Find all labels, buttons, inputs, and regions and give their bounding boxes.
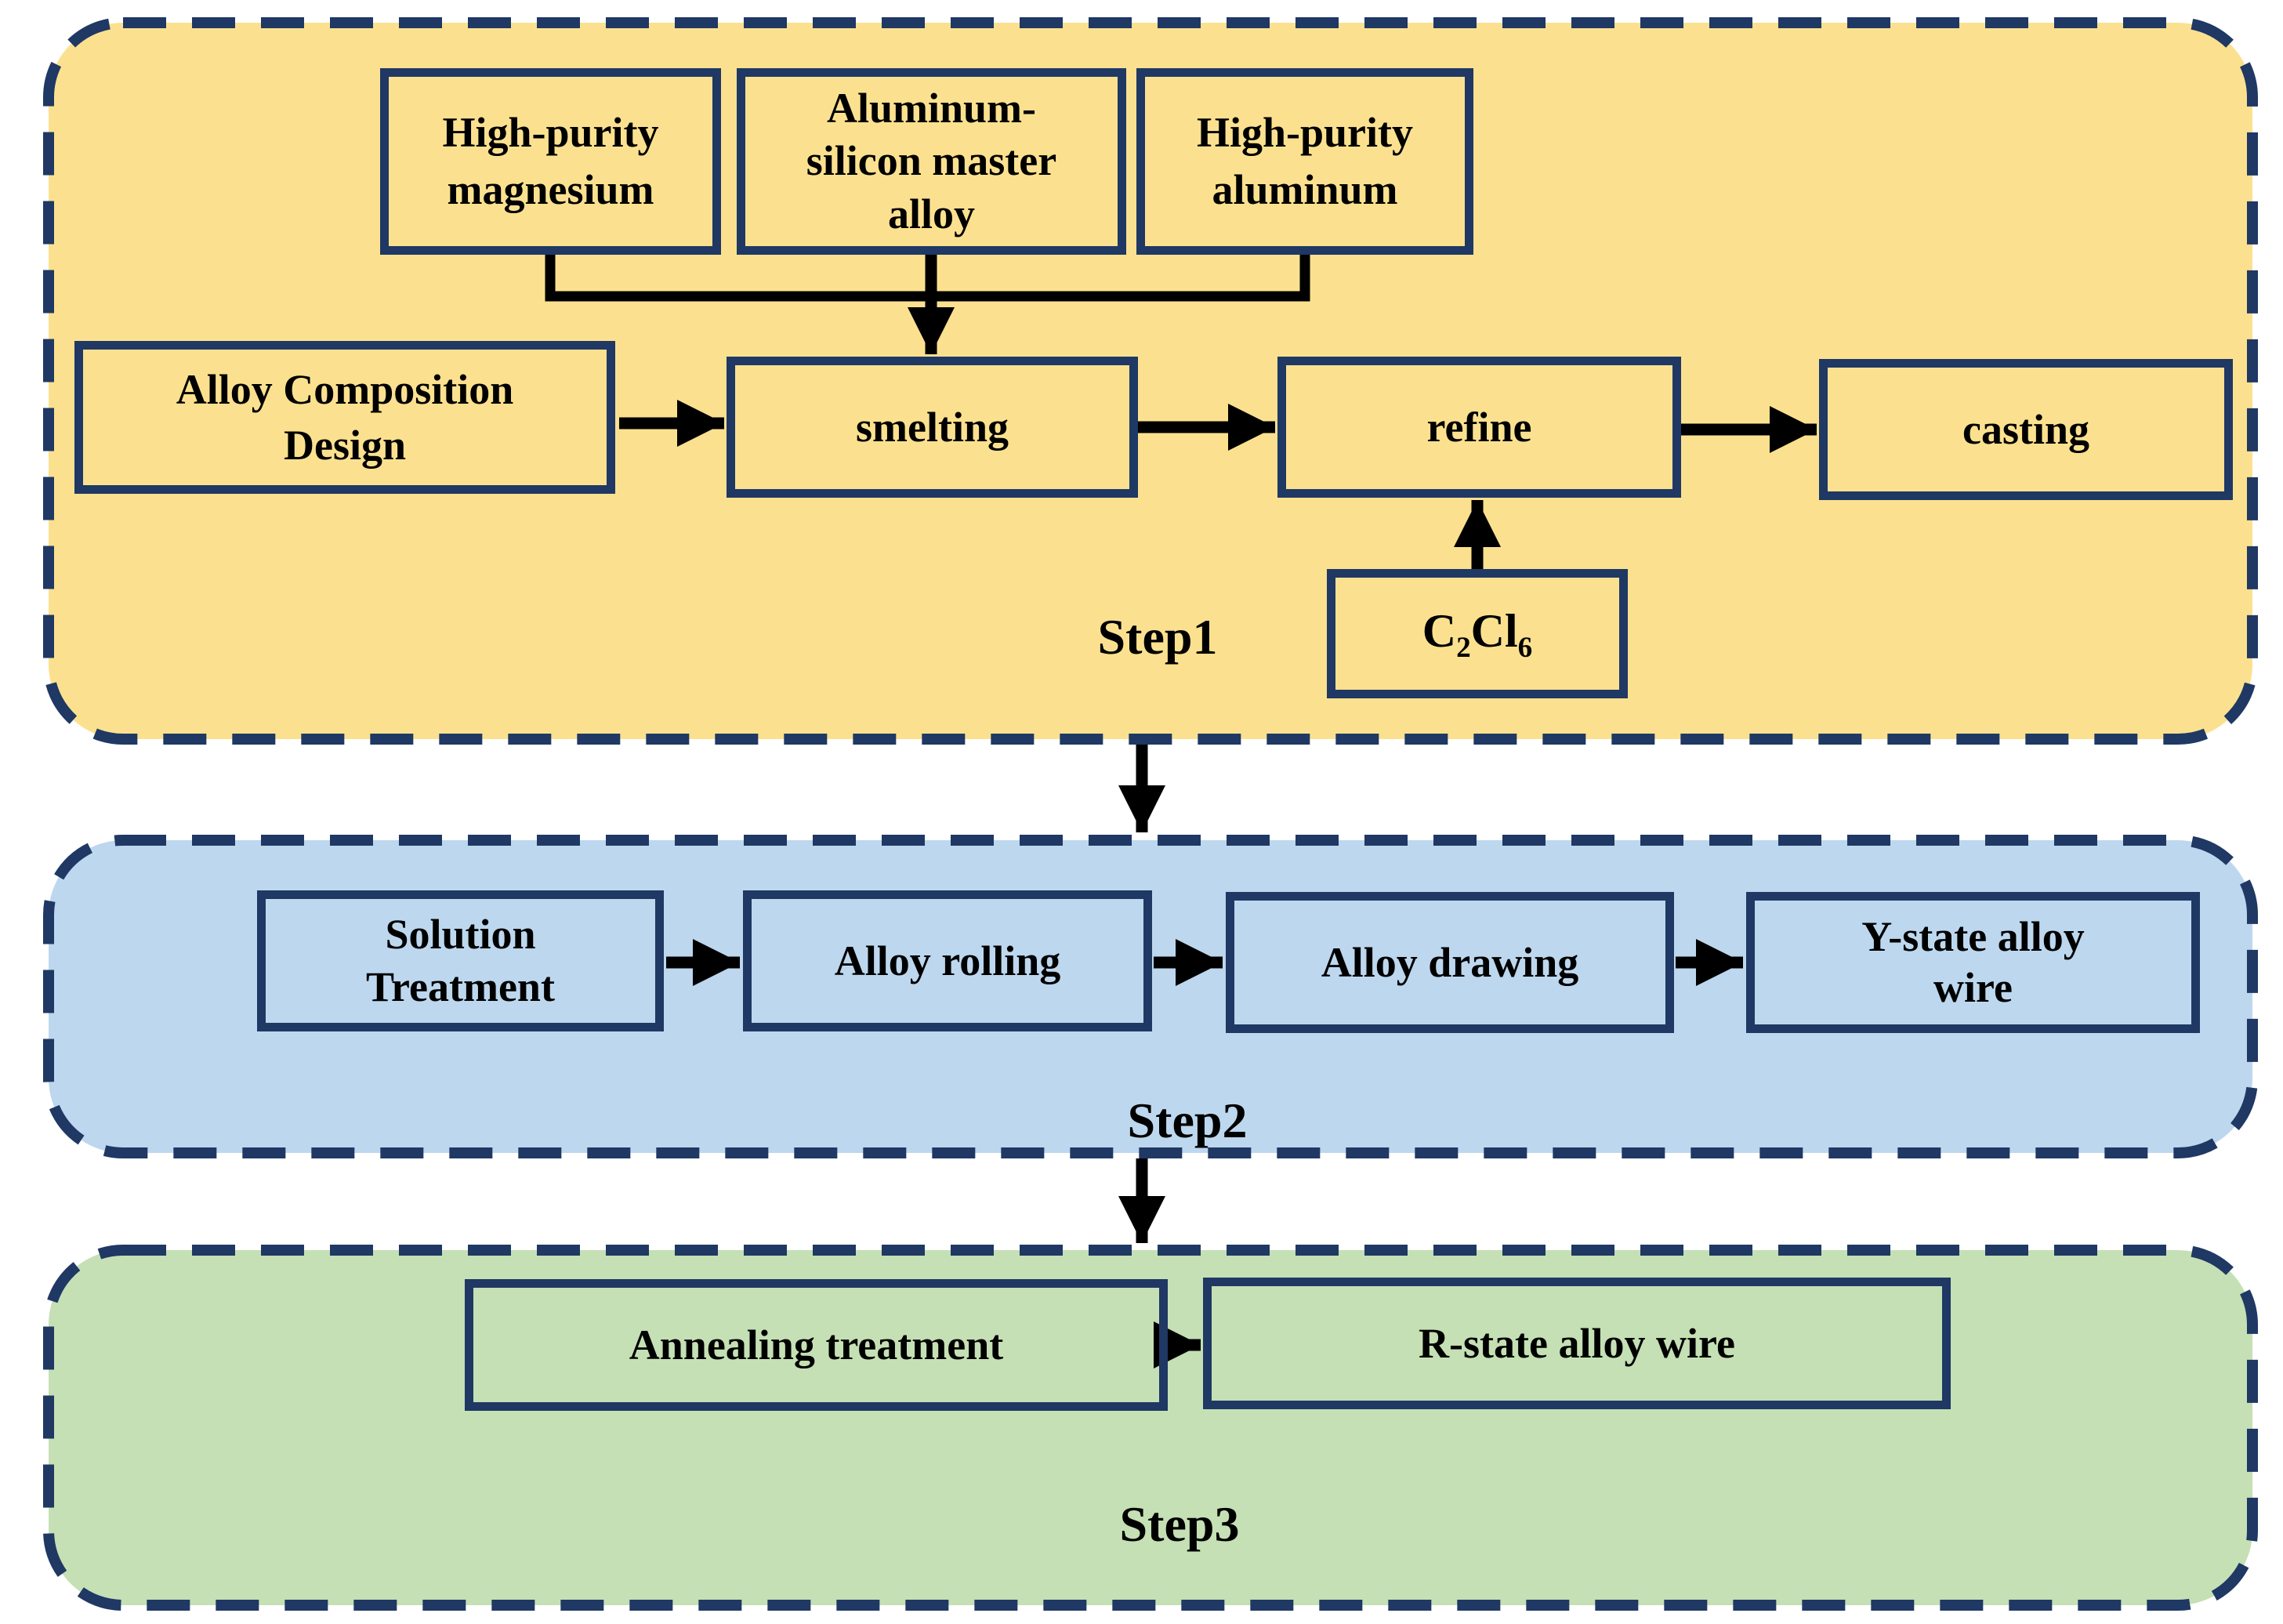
box-solution-treatment-label: Solution Treatment xyxy=(366,910,555,1011)
box-alloy-composition-design-label: Alloy Composition Design xyxy=(176,366,514,469)
c2cl6-base2: Cl xyxy=(1470,604,1518,657)
connector-magnesium-to-junction xyxy=(545,255,933,302)
box-smelting-label: smelting xyxy=(856,403,1009,451)
box-smelting: smelting xyxy=(727,357,1138,498)
c2cl6-base1: C xyxy=(1422,604,1457,657)
box-c2cl6-label: C2Cl6 xyxy=(1416,600,1539,668)
box-r-state-alloy-wire-label: R-state alloy wire xyxy=(1419,1319,1735,1367)
box-y-state-alloy-wire: Y-state alloy wire xyxy=(1746,892,2200,1033)
box-annealing-treatment-label: Annealing treatment xyxy=(629,1321,1004,1368)
box-aluminum-silicon-master-alloy-label: Aluminum- silicon master alloy xyxy=(806,84,1057,237)
box-refine-label: refine xyxy=(1426,403,1532,451)
box-high-purity-aluminum-label: High-purity aluminum xyxy=(1196,109,1414,213)
box-alloy-composition-design: Alloy Composition Design xyxy=(74,341,615,494)
connector-aluminum-to-junction xyxy=(933,255,1310,302)
step1-section xyxy=(43,17,2258,745)
box-high-purity-magnesium: High-purity magnesium xyxy=(380,68,721,255)
step1-label: Step1 xyxy=(1097,609,1218,665)
box-refine: refine xyxy=(1277,357,1681,498)
box-alloy-drawing-label: Alloy drawing xyxy=(1321,938,1579,986)
box-alloy-rolling: Alloy rolling xyxy=(743,890,1152,1031)
box-alloy-rolling-label: Alloy rolling xyxy=(834,937,1061,984)
c2cl6-sub1: 2 xyxy=(1456,631,1471,664)
box-high-purity-magnesium-label: High-purity magnesium xyxy=(442,109,659,213)
step2-label: Step2 xyxy=(1127,1093,1248,1148)
box-y-state-alloy-wire-label: Y-state alloy wire xyxy=(1861,913,2085,1011)
box-casting-label: casting xyxy=(1962,405,2089,453)
box-casting: casting xyxy=(1819,359,2233,500)
box-high-purity-aluminum: High-purity aluminum xyxy=(1136,68,1473,255)
step3-label: Step3 xyxy=(1119,1496,1240,1552)
box-solution-treatment: Solution Treatment xyxy=(257,890,664,1031)
box-r-state-alloy-wire: R-state alloy wire xyxy=(1203,1278,1951,1409)
box-annealing-treatment: Annealing treatment xyxy=(465,1279,1168,1411)
box-aluminum-silicon-master-alloy: Aluminum- silicon master alloy xyxy=(737,68,1126,255)
c2cl6-sub2: 6 xyxy=(1517,631,1533,664)
box-c2cl6: C2Cl6 xyxy=(1327,569,1628,698)
step3-section xyxy=(43,1245,2258,1611)
box-alloy-drawing: Alloy drawing xyxy=(1226,892,1674,1033)
